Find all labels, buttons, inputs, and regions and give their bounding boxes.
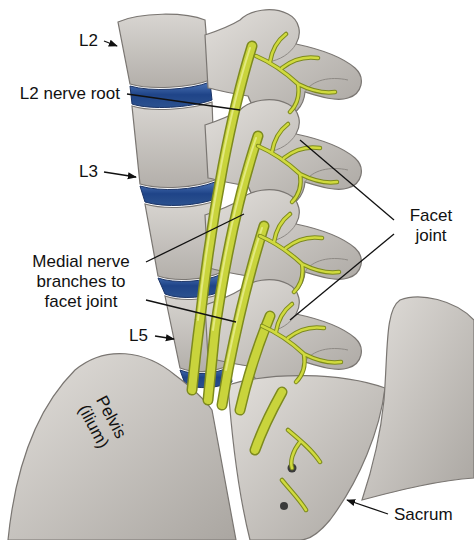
part-label: Sacrum xyxy=(392,505,455,525)
nerve-roots xyxy=(192,46,282,450)
medial-branches xyxy=(256,34,341,510)
part-label: L2 xyxy=(77,31,100,51)
part-label: L5 xyxy=(127,326,150,346)
part-label: Medial nerve branches to facet joint xyxy=(18,252,144,312)
part-label: Facet joint xyxy=(398,206,464,246)
leader-lines xyxy=(104,41,394,514)
part-label: L3 xyxy=(77,162,100,182)
posterior-elements xyxy=(205,10,361,388)
part-label: L2 nerve root xyxy=(18,84,122,104)
